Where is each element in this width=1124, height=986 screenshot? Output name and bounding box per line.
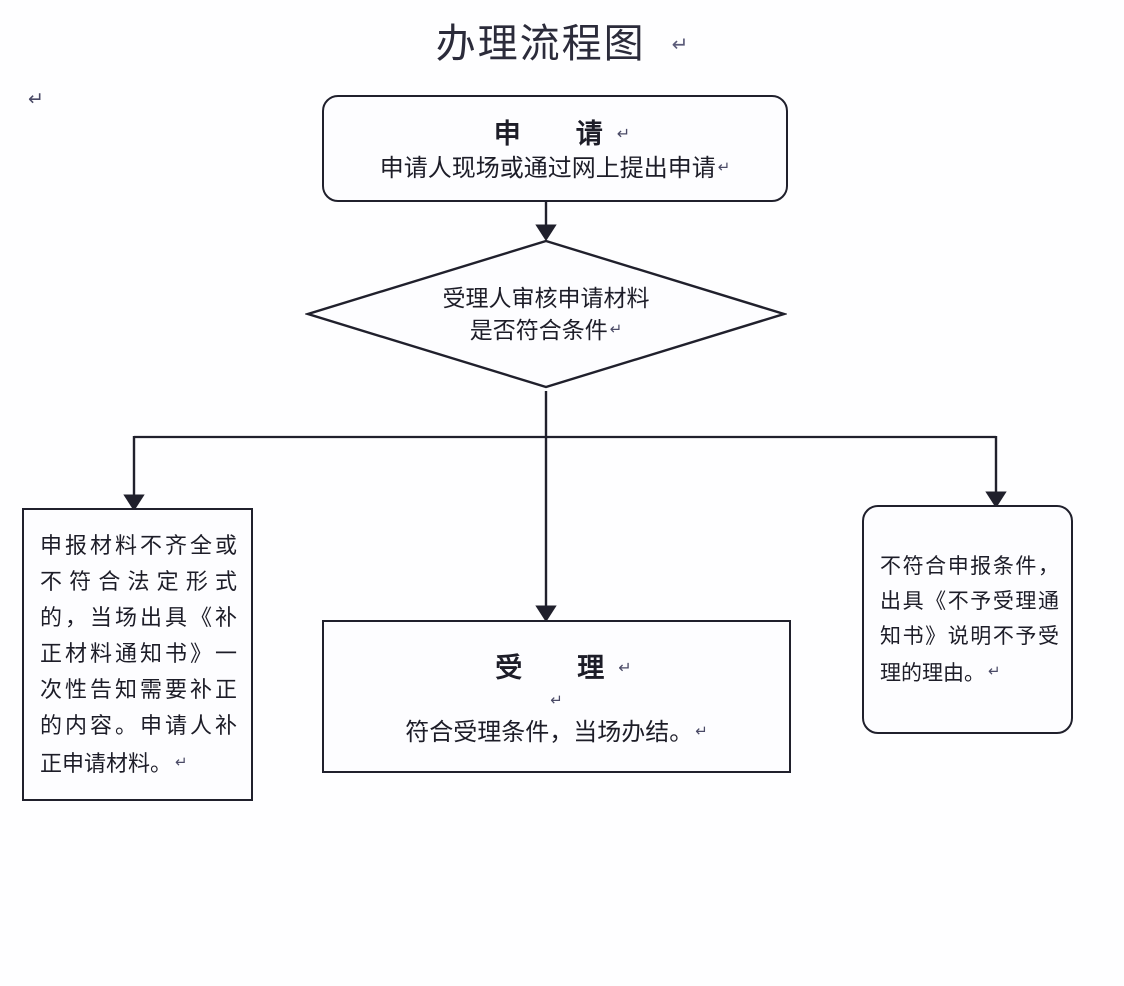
page-title: 办理流程图 ↵ (0, 18, 1124, 70)
node-review-line1: 受理人审核申请材料 (442, 285, 650, 311)
diamond-shape (305, 239, 787, 389)
node-apply-body: 申请人现场或通过网上提出申请↵ (380, 151, 731, 185)
node-apply[interactable]: 申 请↵ 申请人现场或通过网上提出申请↵ (322, 95, 788, 202)
node-amend-text: 申报材料不齐全或不符合法定形式的，当场出具《补正材料通知书》一次性告知需要补正的… (40, 532, 237, 776)
node-reject-text-wrap: 不符合申报条件，出具《不予受理通知书》说明不予受理的理由。↵ (880, 549, 1059, 691)
paragraph-mark-stray: ↵ (28, 88, 44, 110)
paragraph-mark-accept-body: ↵ (695, 721, 708, 740)
node-review-line2: 是否符合条件↵ (470, 314, 623, 346)
paragraph-mark-apply-body: ↵ (717, 157, 731, 176)
node-review[interactable]: 受理人审核申请材料 是否符合条件↵ (305, 238, 787, 390)
paragraph-mark-review: ↵ (609, 319, 623, 338)
node-apply-heading-text: 申 请 (493, 118, 617, 149)
node-amend[interactable]: 申报材料不齐全或不符合法定形式的，当场出具《补正材料通知书》一次性告知需要补正的… (22, 508, 253, 801)
node-apply-heading: 申 请↵ (480, 117, 630, 151)
paragraph-mark-title: ↵ (671, 32, 689, 56)
paragraph-mark-accept-heading: ↵ (618, 657, 632, 677)
node-accept-heading-text: 受 理 (495, 652, 619, 683)
paragraph-mark-reject: ↵ (988, 661, 1001, 680)
paragraph-mark-amend: ↵ (175, 752, 188, 771)
node-accept[interactable]: 受 理↵ ↵ 符合受理条件，当场办结。↵ (322, 620, 791, 773)
node-amend-text-wrap: 申报材料不齐全或不符合法定形式的，当场出具《补正材料通知书》一次性告知需要补正的… (40, 528, 237, 782)
node-review-line2-text: 是否符合条件 (469, 317, 608, 343)
page-title-text: 办理流程图 (435, 21, 646, 66)
node-reject-text: 不符合申报条件，出具《不予受理通知书》说明不予受理的理由。 (880, 553, 1059, 685)
node-apply-body-text: 申请人现场或通过网上提出申请 (379, 155, 716, 182)
node-reject[interactable]: 不符合申报条件，出具《不予受理通知书》说明不予受理的理由。↵ (862, 505, 1073, 734)
paragraph-mark-apply-heading: ↵ (616, 123, 631, 143)
node-accept-body-text: 符合受理条件，当场办结。 (405, 719, 694, 746)
node-accept-heading: 受 理↵ (481, 651, 631, 685)
node-accept-body: 符合受理条件，当场办结。↵ (405, 715, 708, 749)
paragraph-mark-accept-spacer: ↵ (550, 690, 563, 709)
